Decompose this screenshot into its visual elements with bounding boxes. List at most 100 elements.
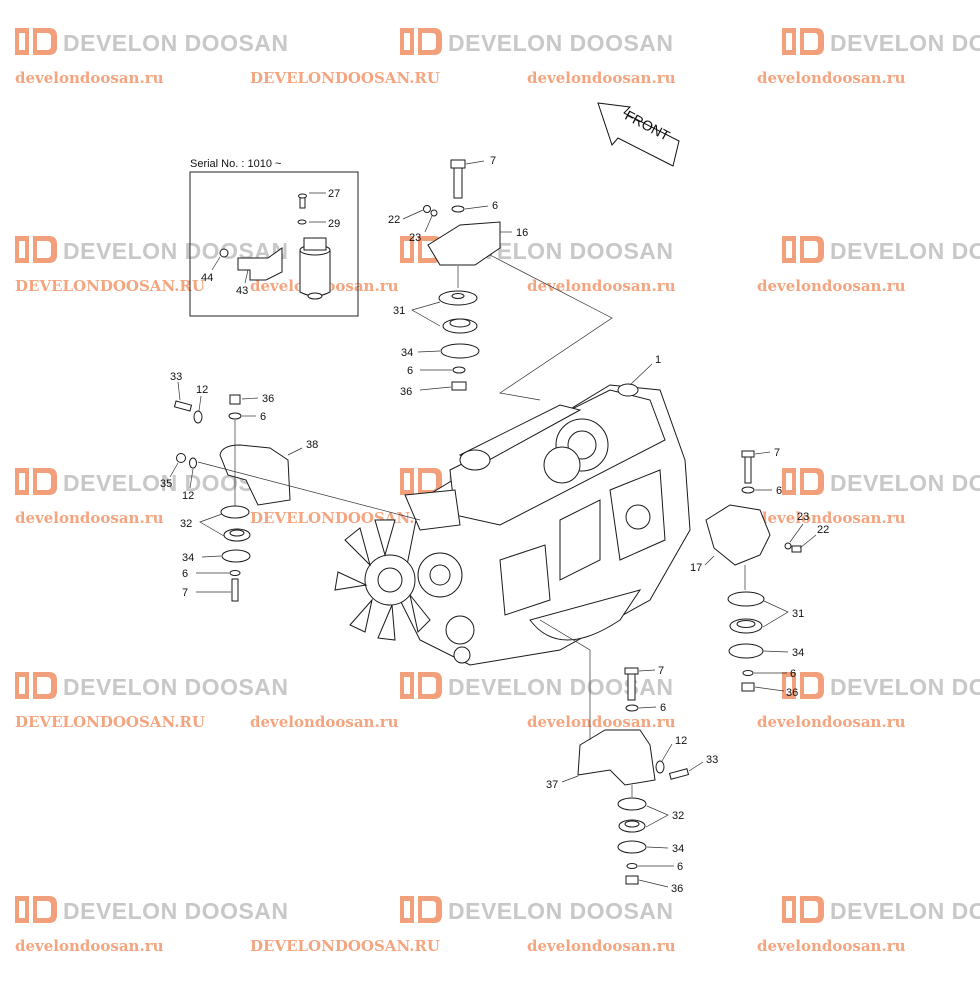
develon-logo-icon	[400, 28, 442, 55]
engine-assembly: 1	[334, 354, 691, 666]
callout-29: 29	[328, 218, 340, 230]
callout-32-left: 32	[180, 518, 192, 530]
right-bracket-17	[705, 504, 771, 566]
top-plate-34	[440, 343, 480, 359]
watermark-url: develondoosan.ru	[757, 713, 906, 731]
watermark-brand-text: DEVELON DOOSAN	[448, 674, 674, 700]
callout-38: 38	[306, 439, 318, 451]
develon-logo-icon	[782, 672, 824, 699]
callout-7-right: 7	[774, 447, 780, 459]
develon-logo-icon	[782, 236, 824, 263]
left-mount-stack: 33 12 36 6 38 35 12 32 34 6 7	[160, 371, 421, 602]
watermark-url: develondoosan.ru	[757, 937, 906, 955]
callout-23-top: 23	[409, 232, 421, 244]
top-washer-6b	[452, 366, 466, 374]
callout-35: 35	[160, 478, 172, 490]
watermark-brand: DEVELON DOOSAN	[15, 896, 288, 924]
watermark-brand-text: DEVELON DOOSAN	[830, 674, 980, 700]
callout-22-right: 22	[817, 524, 829, 536]
left-bolt-7	[231, 578, 239, 602]
watermark-url: develondoosan.ru	[15, 509, 164, 527]
callout-27: 27	[328, 188, 340, 200]
callout-6-bottom2: 6	[677, 861, 683, 873]
callout-36-left: 36	[262, 393, 274, 405]
right-washer-23	[784, 542, 792, 550]
develon-logo-icon	[782, 468, 824, 495]
callout-23-right: 23	[797, 511, 809, 523]
left-washer-12	[193, 410, 203, 424]
callout-6-right: 6	[776, 485, 782, 497]
watermark-url: DEVELONDOOSAN.RU	[250, 937, 440, 955]
callout-16: 16	[516, 227, 528, 239]
top-bolt-7	[453, 163, 463, 199]
watermark-brand: DEVELON DOOSAN	[400, 672, 674, 700]
watermark-brand: DEVELON DOOSAN	[782, 672, 980, 700]
right-rubber-31a	[727, 591, 765, 607]
watermark-brand-text: DEVELON DOOSAN	[830, 898, 980, 924]
watermark-url: develondoosan.ru	[527, 937, 676, 955]
watermark-url: develondoosan.ru	[757, 69, 906, 87]
callout-12-bottom: 12	[675, 735, 687, 747]
right-washer-6b	[742, 670, 754, 676]
bottom-washer-12	[655, 760, 665, 774]
watermark-url: develondoosan.ru	[527, 277, 676, 295]
callout-1: 1	[655, 354, 661, 366]
watermark-url: DEVELONDOOSAN.RU	[15, 713, 205, 731]
watermark-brand-text: DEVELON DOOSAN	[830, 470, 980, 496]
callout-7-top: 7	[490, 155, 496, 167]
callout-31-top: 31	[393, 305, 405, 317]
callout-22-top: 22	[388, 214, 400, 226]
callout-6-top2: 6	[407, 365, 413, 377]
left-washer-6	[228, 412, 242, 420]
left-bracket-38	[219, 444, 291, 506]
watermark-url: develondoosan.ru	[527, 713, 676, 731]
watermark-brand-text: DEVELON DOOSAN	[63, 30, 289, 56]
develon-logo-icon	[400, 468, 442, 495]
callout-36-bottom: 36	[671, 883, 683, 895]
inset-filter-part	[297, 193, 331, 300]
callout-7-left: 7	[182, 587, 188, 599]
callout-12-left2: 12	[182, 490, 194, 502]
develon-logo-icon	[15, 672, 57, 699]
right-nut-36	[741, 682, 755, 692]
bottom-washer-6b	[626, 863, 638, 869]
watermark-brand: DEVELON DOOSAN	[782, 28, 980, 56]
callout-34-top: 34	[401, 347, 413, 359]
top-washer-6	[451, 205, 465, 213]
watermark-url: develondoosan.ru	[527, 69, 676, 87]
watermark-brand-text: DEVELON DOOSAN	[830, 30, 980, 56]
top-bolt-22	[423, 205, 431, 213]
callout-33-bottom: 33	[706, 754, 718, 766]
serial-inset: Serial No. : 1010 ~ 27 29 44 43	[189, 158, 359, 317]
inset-bracket-43	[237, 247, 283, 281]
watermark-brand: DEVELON DOOSAN	[400, 28, 674, 56]
callout-36-top: 36	[400, 386, 412, 398]
callout-7-bottom: 7	[658, 665, 664, 677]
right-plate-34	[728, 643, 764, 659]
inset-frame	[189, 171, 359, 317]
watermark-brand: DEVELON DOOSAN	[782, 896, 980, 924]
watermark-url: DEVELONDOOSAN.RU	[250, 69, 440, 87]
callout-12-left: 12	[196, 384, 208, 396]
callout-43: 43	[236, 285, 248, 297]
develon-logo-icon	[15, 28, 57, 55]
callout-6-left: 6	[260, 411, 266, 423]
callout-6-left2: 6	[182, 568, 188, 580]
watermark-url: develondoosan.ru	[757, 277, 906, 295]
callout-36-right: 36	[786, 687, 798, 699]
bottom-bolt-33	[668, 768, 690, 780]
watermark-brand-text: DEVELON DOOSAN	[448, 898, 674, 924]
watermark-brand: DEVELON DOOSAN	[782, 236, 980, 264]
watermark-brand-text: DEVELON DOOSAN	[448, 30, 674, 56]
callout-37: 37	[546, 779, 558, 791]
bottom-rubber-32a	[617, 797, 647, 811]
develon-logo-icon	[782, 28, 824, 55]
watermark-url: develondoosan.ru	[15, 937, 164, 955]
callout-34-left: 34	[182, 552, 194, 564]
top-washer-23	[430, 209, 438, 217]
callout-44: 44	[201, 272, 213, 284]
callout-31-right: 31	[792, 608, 804, 620]
callout-33-left: 33	[170, 371, 182, 383]
